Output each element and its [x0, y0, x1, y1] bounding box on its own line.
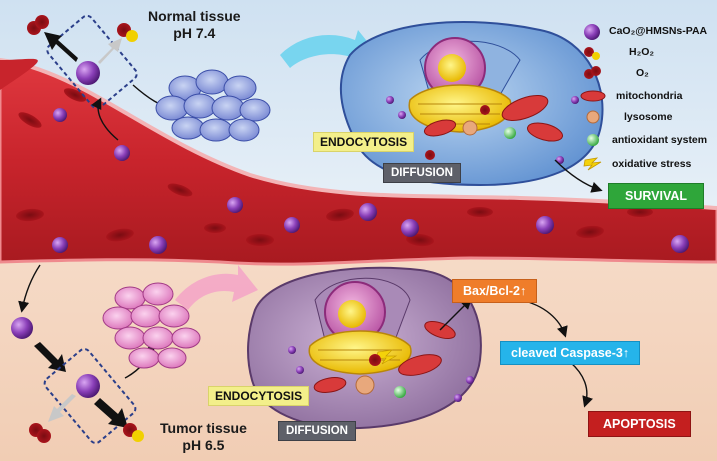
legend-label-h2o2: H₂O₂ — [629, 46, 655, 58]
legend-label-lysosome: lysosome — [624, 111, 673, 123]
h2o2-icon — [584, 47, 600, 60]
normal-tissue-ph: pH 7.4 — [173, 25, 216, 41]
mitochondria-icon — [580, 90, 606, 102]
survival-badge: SURVIVAL — [608, 183, 705, 209]
bax-bcl2-badge: Bax/Bcl-2↑ — [452, 279, 538, 303]
lightning-icon — [583, 157, 602, 171]
legend-label-mitochondria: mitochondria — [616, 90, 683, 102]
lysosome-icon — [586, 110, 600, 124]
normal-uptake-arrow — [280, 30, 378, 68]
tumor-uptake-arrow — [175, 265, 258, 310]
nanoparticle-icon — [584, 24, 600, 40]
tumor-release-group — [29, 348, 144, 444]
tumor-nanoparticle — [11, 317, 33, 339]
o2-icon — [584, 66, 601, 79]
blood-vessel-branch — [0, 58, 38, 90]
legend-icons — [580, 24, 606, 171]
caspase-badge: cleaved Caspase-3↑ — [500, 341, 641, 365]
endocytosis-label-bottom: ENDOCYTOSIS — [208, 386, 310, 406]
normal-cell-cluster — [155, 69, 271, 142]
legend-label-nanoparticle: CaO₂@HMSNs-PAA — [609, 25, 708, 37]
endocytosis-label-top: ENDOCYTOSIS — [313, 132, 415, 152]
normal-tissue-name: Normal tissue — [148, 8, 241, 24]
legend-label-oxidative-stress: oxidative stress — [612, 158, 692, 170]
normal-tissue-label: Normal tissue pH 7.4 — [148, 8, 241, 42]
tumor-cell-cluster — [102, 282, 201, 369]
diffusion-label-bottom: DIFFUSION — [278, 421, 356, 441]
normal-release-group — [27, 14, 138, 110]
tumor-tissue-ph: pH 6.5 — [182, 437, 225, 453]
apoptosis-badge: APOPTOSIS — [588, 411, 691, 437]
red-blood-cells — [16, 88, 653, 247]
tumor-tissue-label: Tumor tissue pH 6.5 — [160, 420, 247, 454]
legend-label-o2: O₂ — [636, 67, 649, 79]
vessel-nanoparticles — [52, 108, 689, 254]
antioxidant-icon — [587, 134, 599, 146]
tumor-tissue-name: Tumor tissue — [160, 420, 247, 436]
legend-label-antioxidant: antioxidant system — [612, 134, 708, 146]
normal-cell-illustration — [339, 21, 604, 187]
diffusion-label-top: DIFFUSION — [383, 163, 461, 183]
